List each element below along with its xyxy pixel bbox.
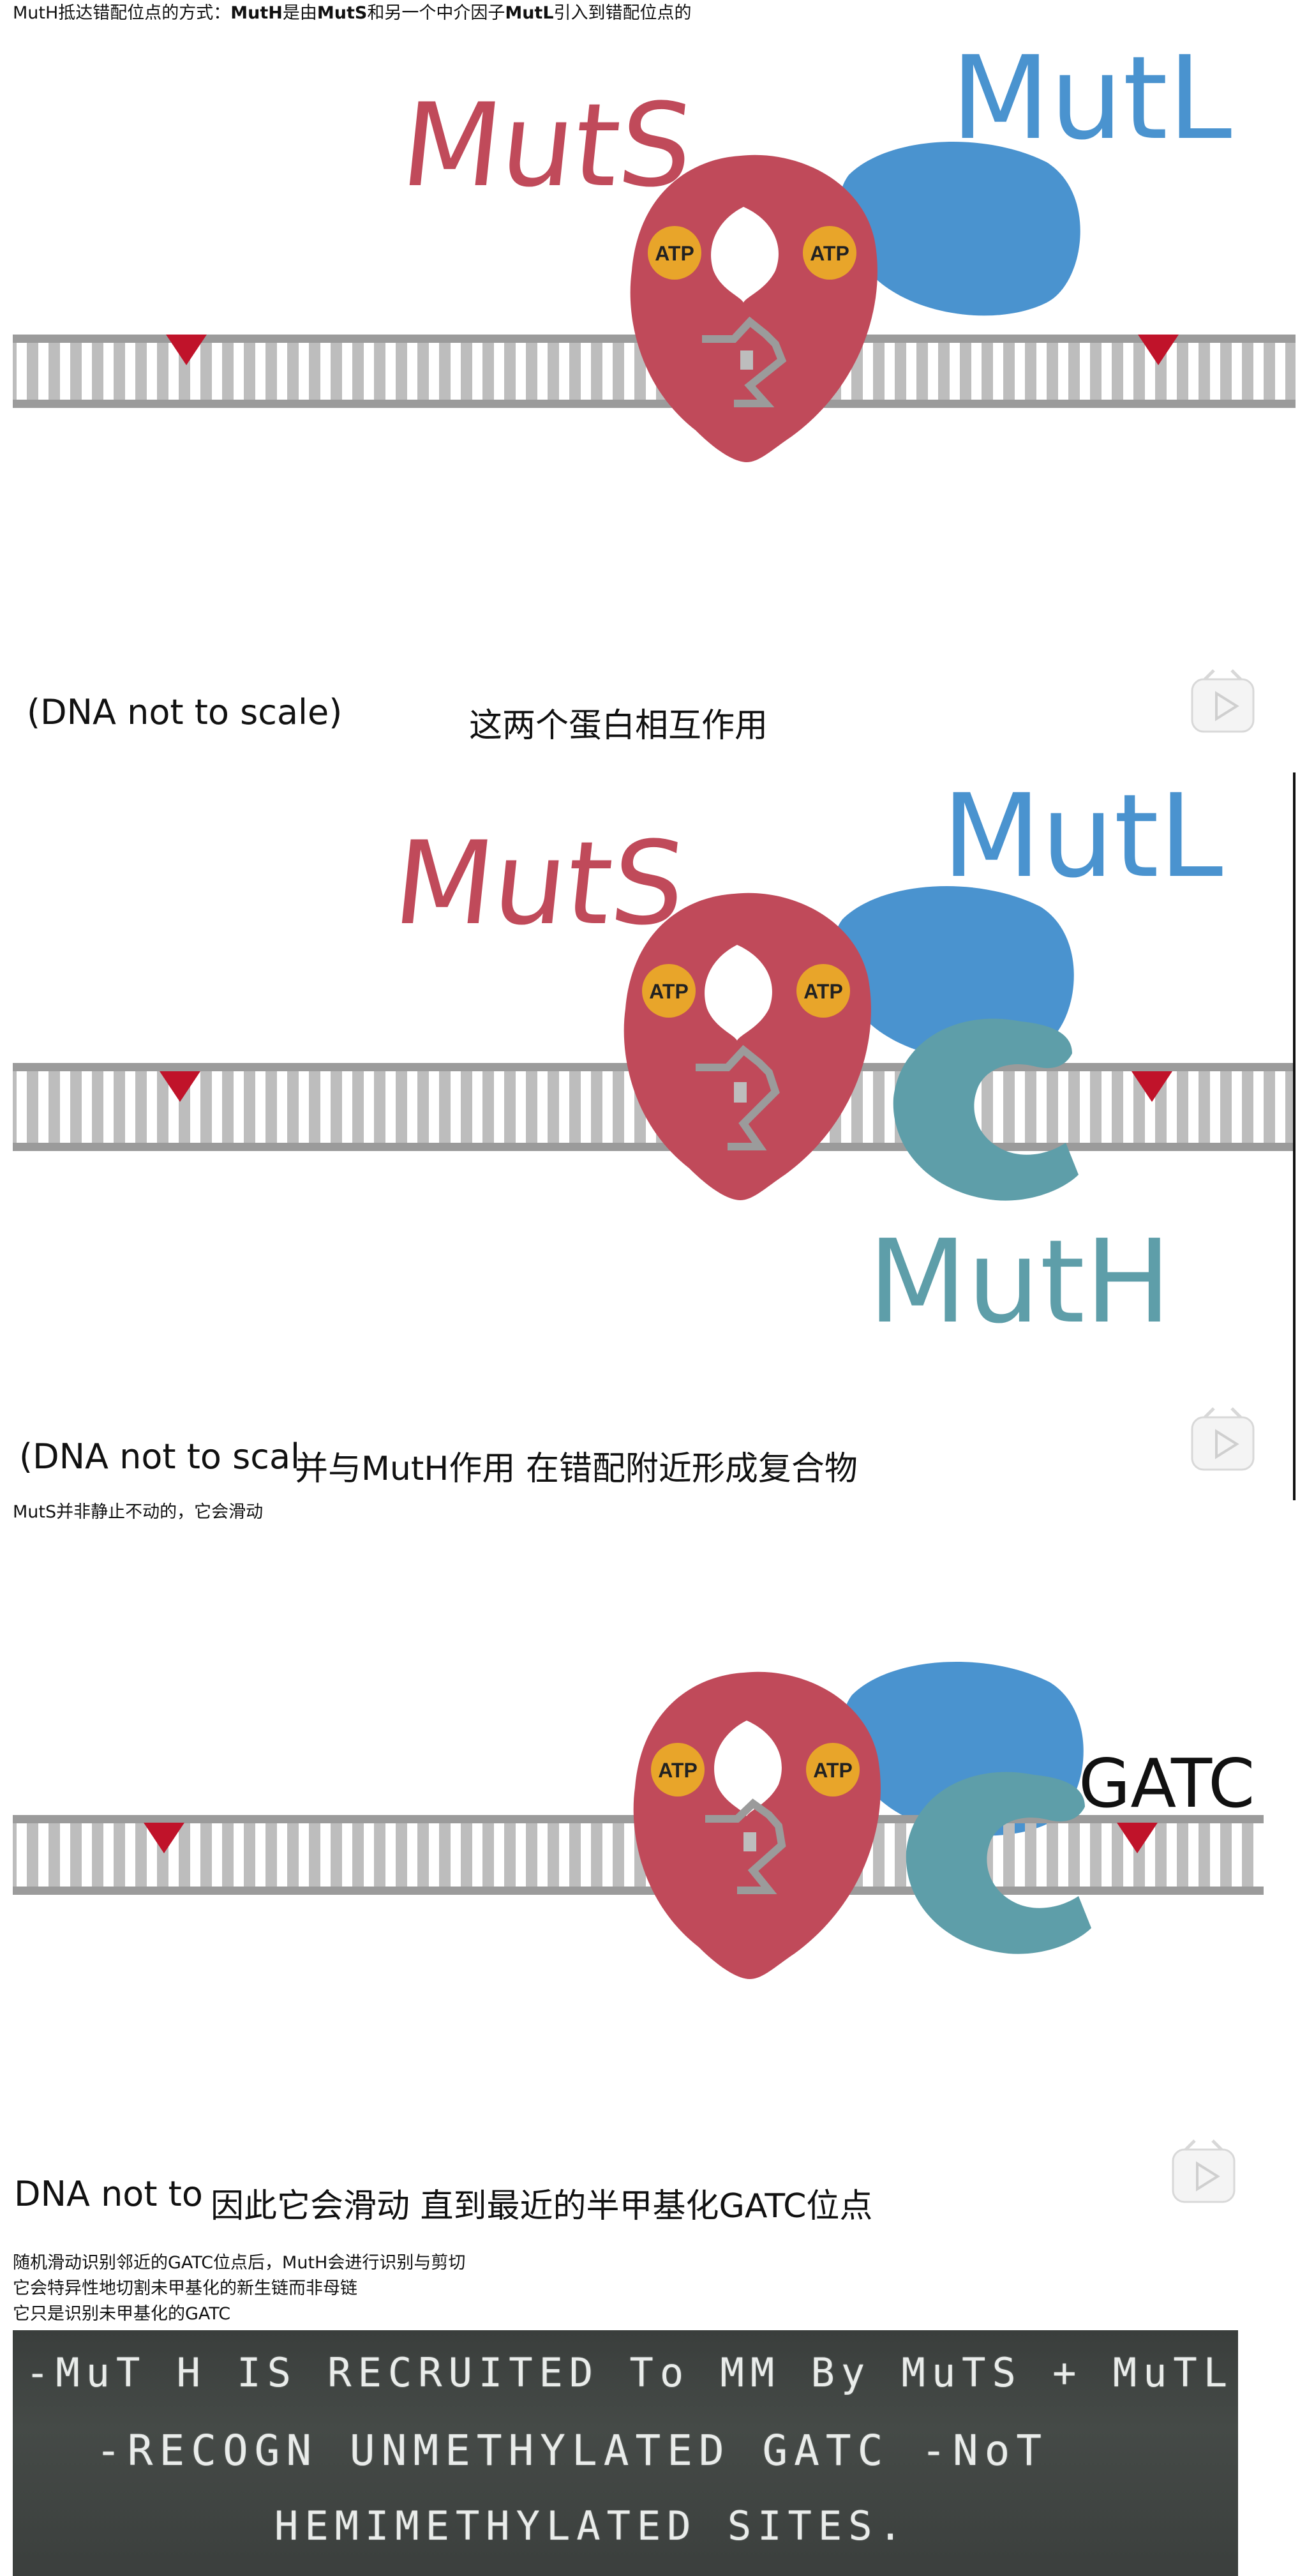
muts-label: MutS bbox=[396, 78, 699, 212]
dna-kink bbox=[702, 316, 787, 407]
mutl-label: MutL bbox=[951, 32, 1232, 165]
atp-label-left: ATP bbox=[658, 1759, 698, 1782]
mutl-protein bbox=[839, 141, 1080, 316]
note-text: 是由 bbox=[282, 3, 317, 23]
mismatch-marker-right bbox=[1138, 335, 1179, 365]
note-bold: MutH bbox=[230, 3, 283, 23]
chalk-line-1: -MuT H IS RECRUITED To MM By MuTS + MuTL bbox=[26, 2349, 1234, 2396]
atp-label-right: ATP bbox=[810, 242, 849, 265]
note-bold: MutS bbox=[317, 3, 368, 23]
atp-circle-left bbox=[648, 226, 701, 280]
diagram-frame-2: ATP ATP MutS MutL MutH bbox=[13, 770, 1296, 1471]
divider-line bbox=[1293, 772, 1296, 1500]
blackboard-image: -MuT H IS RECRUITED To MM By MuTS + MuTL… bbox=[13, 2330, 1238, 2576]
note-bold: MutL bbox=[505, 3, 554, 23]
video-frame-2: ATP ATP MutS MutL MutH (DNA not to scal … bbox=[0, 766, 1307, 1494]
muts-cavity bbox=[711, 207, 779, 303]
chalk-line-3: HEMIMETHYLATED SITES. bbox=[274, 2503, 909, 2549]
dna-rung bbox=[734, 1082, 747, 1103]
muts-protein bbox=[633, 1671, 881, 1979]
dna-kink bbox=[696, 1044, 780, 1150]
note-line-5: 它只是识别未甲基化的GATC bbox=[13, 2304, 231, 2324]
mismatch-marker-right bbox=[1131, 1071, 1172, 1102]
play-icon bbox=[1191, 669, 1255, 733]
video-frame-3: ATP ATP GATC DNA not to 因此它会滑动 直到最近的半甲基化… bbox=[0, 1529, 1307, 2244]
play-icon bbox=[1191, 1407, 1255, 1471]
dna-kink bbox=[705, 1798, 786, 1894]
mismatch-marker-left bbox=[144, 1823, 184, 1853]
muth-protein bbox=[893, 1018, 1079, 1201]
muts-label: MutS bbox=[388, 816, 692, 950]
dna-note: DNA not to bbox=[14, 2174, 203, 2214]
note-text: MutH抵达错配位点的方式： bbox=[13, 3, 231, 23]
atp-circle-left bbox=[651, 1743, 705, 1796]
atp-circle-right bbox=[803, 226, 856, 280]
atp-label-left: ATP bbox=[655, 242, 694, 265]
chalk-line-2: -RECOGN UNMETHYLATED GATC -NoT bbox=[96, 2426, 1049, 2475]
gatc-label: GATC bbox=[1079, 1745, 1255, 1823]
subtitle: 因此它会滑动 直到最近的半甲基化GATC位点 bbox=[211, 2187, 873, 2226]
note-line-4: 它会特异性地切割未甲基化的新生链而非母链 bbox=[13, 2278, 357, 2298]
dna-rung bbox=[743, 1832, 756, 1851]
video-frame-1: ATP ATP MutS MutL (DNA not to scale) 这两个… bbox=[0, 28, 1307, 756]
atp-label-right: ATP bbox=[803, 980, 843, 1003]
note-line-3: 随机滑动识别邻近的GATC位点后，MutH会进行识别与剪切 bbox=[13, 2253, 466, 2273]
note-text: 和另一个中介因子 bbox=[367, 3, 505, 23]
subtitle: 这两个蛋白相互作用 bbox=[469, 707, 768, 745]
diagram-frame-1: ATP ATP MutS MutL bbox=[13, 32, 1296, 733]
mismatch-marker-left bbox=[160, 1071, 200, 1102]
note-line-1: MutH抵达错配位点的方式：MutH是由MutS和另一个中介因子MutL引入到错… bbox=[13, 3, 692, 24]
note-line-2: MutS并非静止不动的，它会滑动 bbox=[13, 1502, 264, 1522]
dna-note: (DNA not to scale) bbox=[27, 692, 343, 732]
atp-circle-right bbox=[806, 1743, 860, 1796]
atp-circle-right bbox=[796, 964, 850, 1018]
dna-rung bbox=[740, 350, 753, 370]
subtitle: 并与MutH作用 在错配附近形成复合物 bbox=[295, 1450, 858, 1488]
atp-label-right: ATP bbox=[813, 1759, 853, 1782]
play-icon bbox=[1172, 2139, 1236, 2203]
atp-circle-left bbox=[642, 964, 696, 1018]
muts-cavity bbox=[705, 945, 772, 1041]
muth-protein bbox=[906, 1772, 1091, 1954]
mismatch-marker-right bbox=[1117, 1823, 1158, 1853]
mutl-label: MutL bbox=[942, 770, 1223, 903]
muts-cavity bbox=[714, 1721, 782, 1816]
dna-note: (DNA not to scal bbox=[19, 1436, 301, 1477]
mutl-protein bbox=[833, 885, 1074, 1060]
atp-label-left: ATP bbox=[649, 980, 689, 1003]
muth-label: MutH bbox=[868, 1216, 1171, 1349]
diagram-frame-3: ATP ATP GATC bbox=[13, 1661, 1264, 2203]
note-text: 引入到错配位点的 bbox=[553, 3, 692, 23]
mismatch-marker-left bbox=[166, 335, 207, 365]
